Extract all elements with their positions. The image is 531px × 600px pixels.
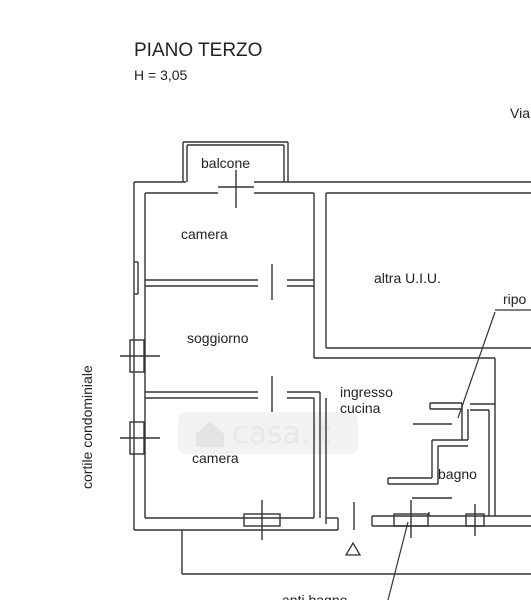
room-label-camera-bottom: camera: [192, 450, 239, 466]
room-label-soggiorno: soggiorno: [187, 330, 249, 346]
entrance-arrow-icon: [344, 541, 362, 556]
room-label-cucina: cucina: [340, 400, 381, 416]
house-icon: [196, 421, 224, 447]
plan-title: PIANO TERZO: [134, 40, 262, 61]
room-label-bagno: bagno: [438, 466, 477, 482]
room-label-balcone: balcone: [201, 155, 250, 171]
room-label-ripostiglio: ripo: [503, 291, 527, 307]
leader-lines: [387, 309, 531, 600]
room-label-antibagno: anti bagno: [282, 592, 348, 600]
antibagno-leader: [387, 521, 409, 600]
watermark: casa.it: [178, 412, 358, 454]
street-label: Via: [510, 105, 530, 121]
plan-height: H = 3,05: [134, 67, 188, 83]
watermark-text: casa.it: [232, 416, 331, 451]
walls: [120, 141, 531, 575]
room-label-camera-top: camera: [181, 226, 228, 242]
ripostiglio-leader: [457, 311, 496, 419]
room-label-ingresso: ingresso: [340, 384, 393, 400]
room-label-altra-uiu: altra U.I.U.: [374, 270, 441, 286]
courtyard-label: cortile condominiale: [79, 365, 95, 489]
